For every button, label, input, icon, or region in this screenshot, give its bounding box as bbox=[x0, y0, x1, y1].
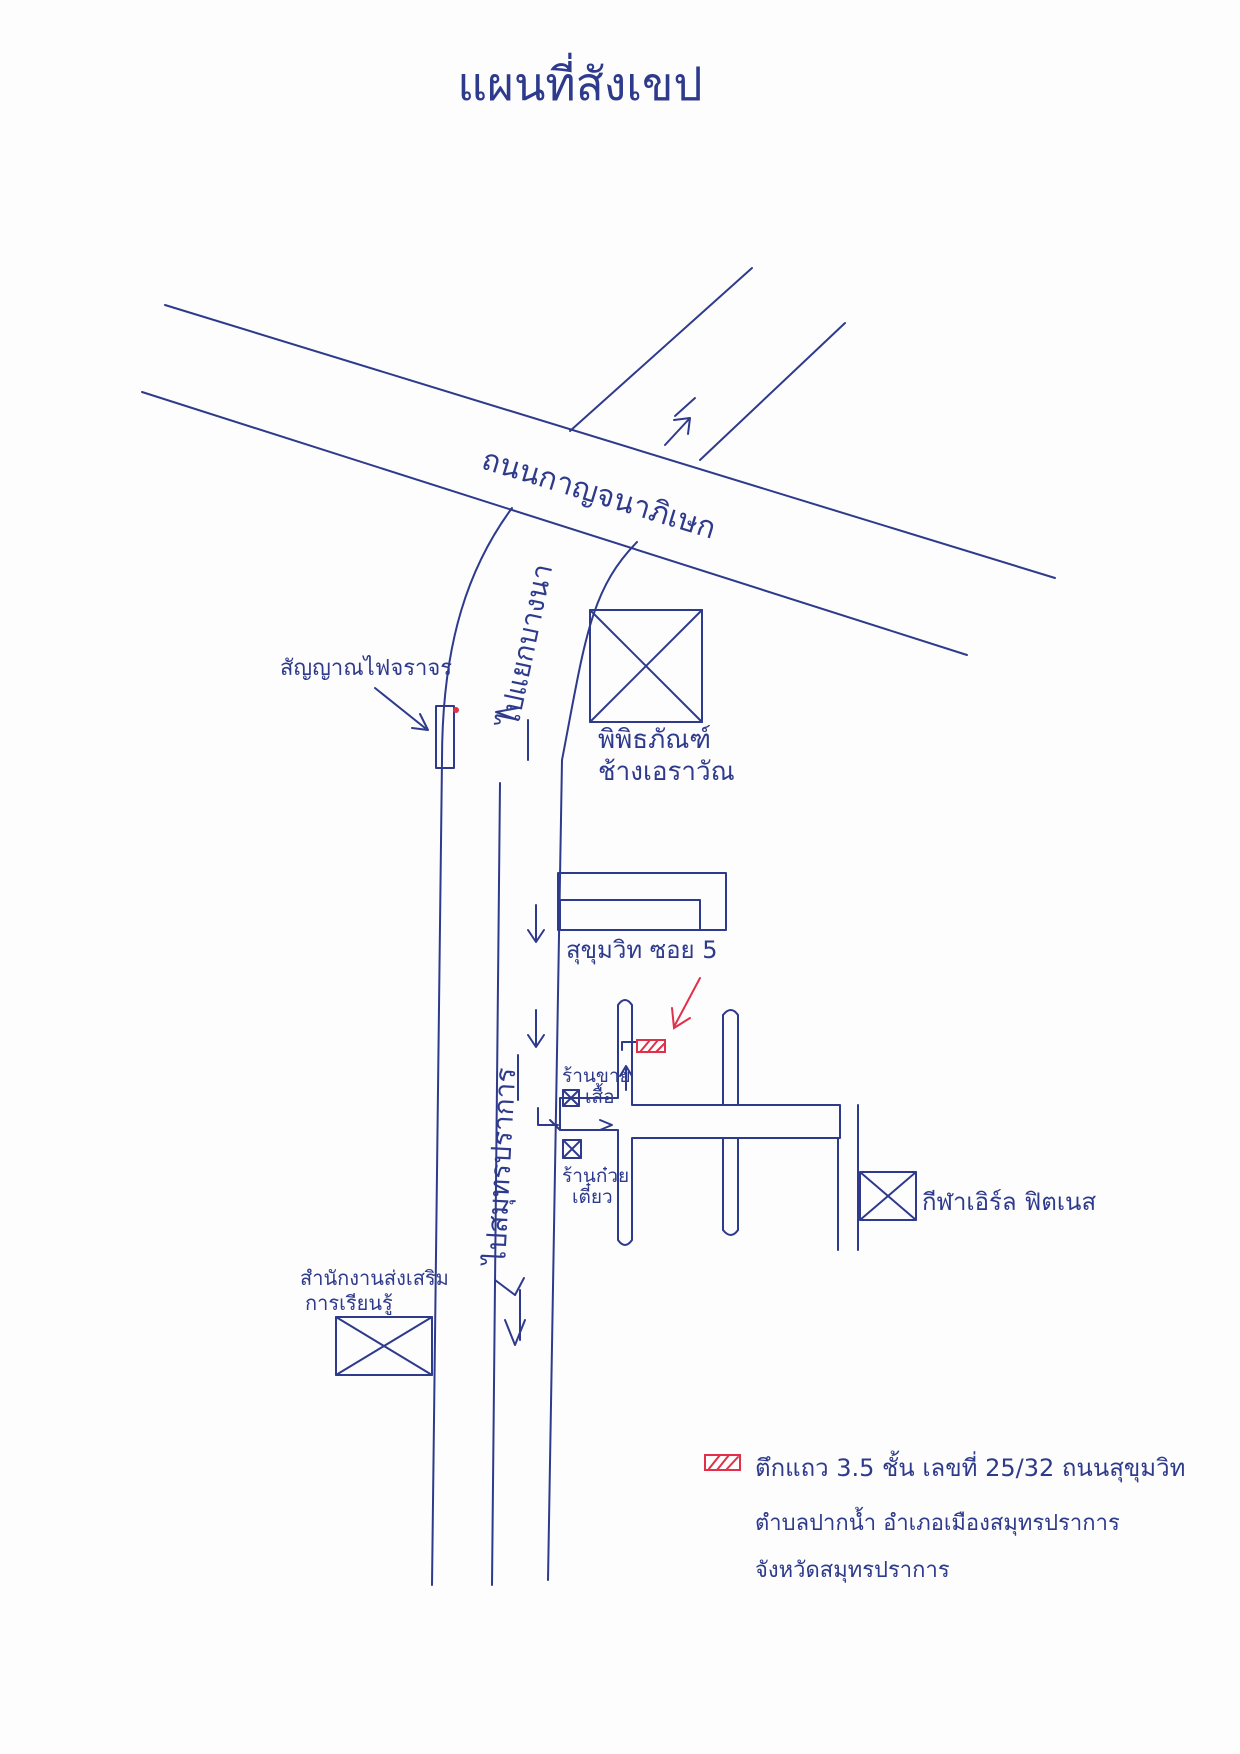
map-title: แผนที่สังเขป bbox=[457, 52, 702, 111]
side-road-upper-label: ไปแยกบางนา bbox=[492, 561, 559, 732]
legend: ตึกแถว 3.5 ชั้น เลขที่ 25/32 ถนนสุขุมวิท… bbox=[704, 1450, 1185, 1583]
legend-line3: จังหวัดสมุทรปราการ bbox=[755, 1558, 950, 1583]
gym: กีฬาเอิร์ล ฟิตเนส bbox=[859, 1171, 1096, 1221]
noodle-shop: ร้านก๋วย เตี๋ยว bbox=[562, 1139, 629, 1208]
noodle-shop-label-line1: ร้านก๋วย bbox=[562, 1165, 629, 1187]
legend-line1: ตึกแถว 3.5 ชั้น เลขที่ 25/32 ถนนสุขุมวิท bbox=[755, 1450, 1185, 1483]
noodle-shop-label-line2: เตี๋ยว bbox=[572, 1182, 613, 1208]
soi-5: สุขุมวิท ซอย 5 bbox=[527, 872, 727, 1048]
museum-label-line1: พิพิธภัณฑ์ bbox=[598, 725, 711, 755]
main-highway-label: ถนนกาญจนาภิเษก bbox=[478, 442, 720, 546]
learning-office-label-line2: การเรียนรู้ bbox=[305, 1291, 393, 1316]
traffic-light: สัญญาณไฟจราจร bbox=[280, 655, 459, 769]
learning-office: สำนักงานส่งเสริม การเรียนรู้ bbox=[300, 1266, 449, 1376]
soi-5-label: สุขุมวิท ซอย 5 bbox=[566, 936, 717, 965]
clothes-shop-label-line1: ร้านขาย bbox=[562, 1065, 631, 1087]
side-road-lower-label: ไปสมุทรปราการ bbox=[479, 1067, 523, 1268]
gym-label: กีฬาเอิร์ล ฟิตเนส bbox=[922, 1188, 1096, 1216]
crossing-road bbox=[569, 267, 846, 461]
traffic-light-label: สัญญาณไฟจราจร bbox=[280, 655, 452, 681]
target-building bbox=[636, 977, 701, 1053]
museum-label-line2: ช้างเอราวัณ bbox=[598, 757, 735, 787]
legend-line2: ตำบลปากน้ำ อำเภอเมืองสมุทรปราการ bbox=[755, 1507, 1120, 1536]
clothes-shop: ร้านขาย เสื้อ bbox=[562, 1065, 631, 1108]
clothes-shop-label-line2: เสื้อ bbox=[585, 1083, 615, 1108]
traffic-light-red-dot bbox=[453, 707, 459, 713]
legend-marker-swatch bbox=[704, 1454, 741, 1471]
museum: พิพิธภัณฑ์ ช้างเอราวัณ bbox=[589, 609, 735, 787]
learning-office-label-line1: สำนักงานส่งเสริม bbox=[300, 1266, 449, 1290]
alley-network bbox=[537, 999, 859, 1251]
